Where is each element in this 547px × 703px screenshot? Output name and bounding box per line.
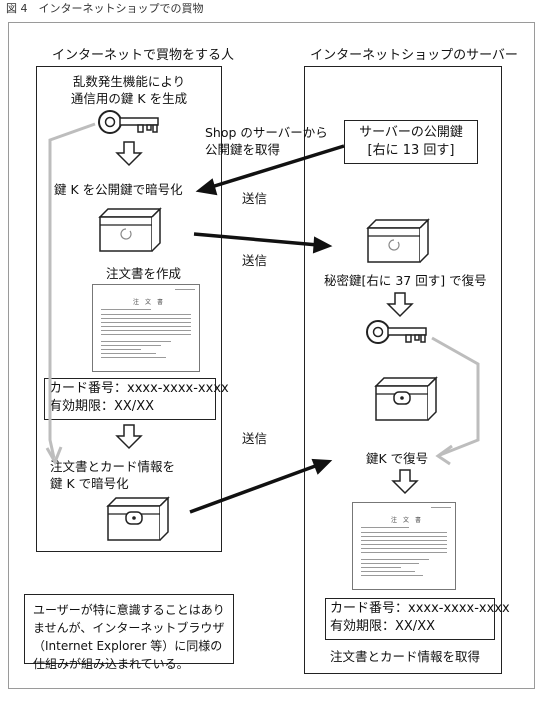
gen-key-line1: 乱数発生機能により bbox=[72, 74, 186, 89]
locked-box-icon bbox=[374, 376, 438, 421]
card-expiry: 有効期限：XX/XX bbox=[49, 399, 155, 414]
card-expiry: 有効期限：XX/XX bbox=[330, 619, 436, 634]
gen-key-line2: 通信用の鍵 K を生成 bbox=[70, 91, 188, 106]
key-k-icon bbox=[98, 110, 159, 134]
get-public-key-line1: Shop のサーバーから bbox=[205, 125, 328, 140]
figure-frame bbox=[8, 22, 535, 689]
encrypt-order-line1: 注文書とカード情報を bbox=[50, 459, 176, 474]
key-k-icon bbox=[366, 320, 427, 344]
received-box-icon bbox=[366, 218, 430, 263]
create-order-text: 注文書を作成 bbox=[106, 266, 182, 281]
card-info-box: カード番号：xxxx-xxxx-xxxx 有効期限：XX/XX bbox=[44, 378, 229, 420]
send-label-2: 送信 bbox=[242, 253, 268, 268]
figure-caption: 図 4 インターネットショップでの買物 bbox=[6, 2, 204, 15]
encrypt-key-text: 鍵 K を公開鍵で暗号化 bbox=[54, 182, 183, 197]
down-arrow-icon bbox=[115, 141, 143, 167]
get-public-key-line2: 公開鍵を取得 bbox=[205, 142, 281, 157]
order-document-title: 注 文 書 bbox=[133, 299, 164, 306]
public-key-line2: [右に 13 回す] bbox=[367, 143, 455, 158]
down-arrow-icon bbox=[115, 424, 143, 450]
locked-box-icon bbox=[106, 496, 170, 541]
right-panel-title: インターネットショップのサーバー bbox=[310, 48, 518, 63]
encrypted-box-icon bbox=[98, 207, 162, 252]
note-box: ユーザーが特に意識することはありませんが、インターネットブラウザ（Interne… bbox=[24, 594, 234, 671]
card-number: カード番号：xxxx-xxxx-xxxx bbox=[49, 381, 229, 396]
send-label-3: 送信 bbox=[242, 431, 268, 446]
get-order-text: 注文書とカード情報を取得 bbox=[330, 649, 481, 664]
public-key-line1: サーバーの公開鍵 bbox=[359, 125, 463, 140]
encrypt-order-line2: 鍵 K で暗号化 bbox=[50, 476, 129, 491]
down-arrow-icon bbox=[391, 469, 419, 495]
left-panel-title: インターネットで買物をする人 bbox=[51, 48, 234, 63]
order-document: 注 文 書 bbox=[92, 284, 200, 372]
decrypt-k-text: 鍵K で復号 bbox=[366, 451, 429, 466]
private-decrypt-text: 秘密鍵[右に 37 回す] で復号 bbox=[324, 273, 487, 288]
public-key-box: サーバーの公開鍵 [右に 13 回す] bbox=[344, 120, 478, 164]
card-number: カード番号：xxxx-xxxx-xxxx bbox=[330, 601, 510, 616]
send-label-1: 送信 bbox=[242, 191, 268, 206]
card-info-box: カード番号：xxxx-xxxx-xxxx 有効期限：XX/XX bbox=[325, 598, 510, 640]
down-arrow-icon bbox=[386, 292, 414, 318]
order-document-title: 注 文 書 bbox=[391, 517, 422, 524]
order-document: 注 文 書 bbox=[352, 502, 456, 590]
